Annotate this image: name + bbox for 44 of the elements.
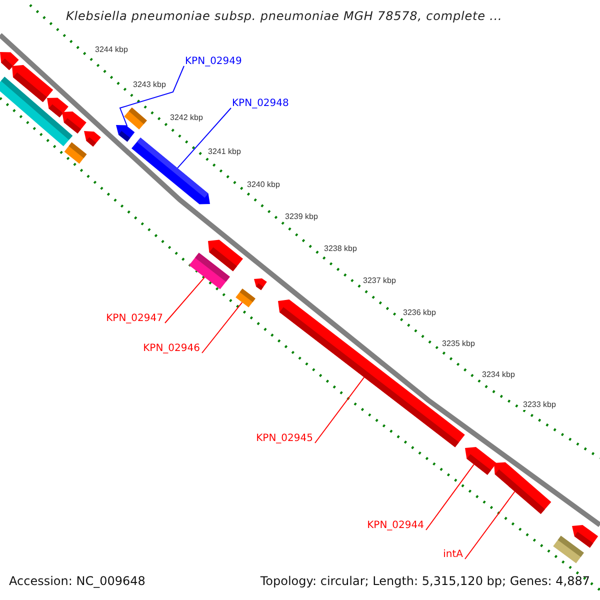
gene-block [132,138,210,204]
gene-block [62,112,86,134]
gene-label: KPN_02949 [185,56,242,68]
gene-block [494,462,552,514]
gene-block [572,525,598,548]
scale-label: 3239 kbp [285,212,318,222]
gene-block [64,142,87,164]
scale-label: 3243 kbp [133,80,166,90]
gene-label: KPN_02948 [232,98,289,110]
gene-label: KPN_02946 [143,343,200,355]
scale-label: 3237 kbp [363,276,396,286]
gene-block [116,125,135,142]
scale-label: 3244 kbp [95,45,128,55]
scale-label: 3240 kbp [247,180,280,190]
gene-block [236,288,256,308]
gene-label: KPN_02947 [106,313,163,325]
scale-label: 3242 kbp [170,113,203,123]
footer-text: Accession: NC_009648 [9,574,146,589]
gene-block [553,536,584,564]
gene-label: KPN_02944 [367,520,424,532]
gene-label: intA [443,549,463,561]
gene-block [208,240,243,272]
leader-line [164,276,206,324]
title: Klebsiella pneumoniae subsp. pneumoniae MGH 78578, complete ... [66,9,502,23]
leader-line [314,376,365,444]
gene-block [465,447,497,475]
gene-block [124,108,147,130]
gene-block [47,98,68,118]
scale-label: 3236 kbp [403,308,436,318]
gene-block [12,65,54,102]
leader-line [464,491,516,560]
scale-label: 3238 kbp [324,244,357,254]
scale-label: 3234 kbp [482,370,515,380]
gene-label: KPN_02945 [256,433,313,445]
gene-block [84,131,101,147]
leader-line [426,464,474,530]
leader-line [202,302,243,354]
scale-label: 3233 kbp [523,400,556,410]
gene-block [254,278,267,290]
footer-text: Topology: circular; Length: 5,315,120 bp; Genes: 4,887 [260,574,590,589]
scale-label: 3241 kbp [208,147,241,157]
leader-line [119,66,184,127]
scale-label: 3235 kbp [442,339,475,349]
leader-line [177,108,232,169]
